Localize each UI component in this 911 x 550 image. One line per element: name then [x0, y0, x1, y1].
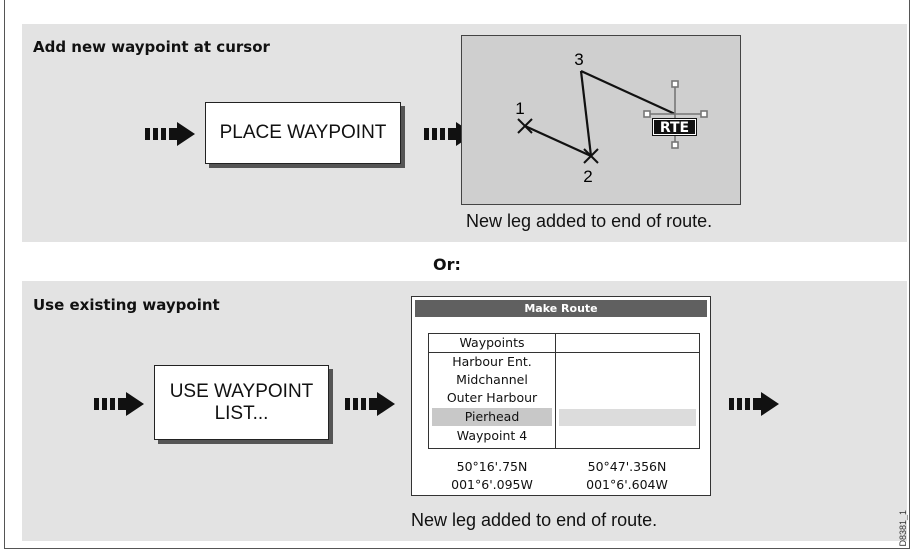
flow-arrow-icon — [145, 122, 195, 146]
list-item[interactable]: Waypoint 4 — [456, 428, 528, 443]
bottom-caption: New leg added to end of route. — [411, 510, 658, 530]
route-list-highlight — [559, 409, 696, 426]
list-item[interactable]: Harbour Ent. — [452, 354, 532, 369]
cursor-icon — [643, 80, 708, 149]
waypoint-1-marker — [517, 118, 533, 134]
waypoint-list-header: Waypoints — [429, 334, 555, 353]
waypoint-list: Waypoints Harbour Ent. Midchannel Outer … — [428, 333, 556, 449]
place-waypoint-button[interactable]: PLACE WAYPOINT — [205, 102, 401, 164]
flow-arrow-icon — [345, 392, 395, 416]
right-longitude: 001°6'.604W — [586, 477, 668, 492]
left-latitude: 50°16'.75N — [456, 459, 528, 474]
chart-screen: RTE 1 2 3 — [461, 35, 741, 205]
rte-badge — [652, 118, 697, 136]
button-line-1: USE WAYPOINT — [169, 380, 314, 402]
rte-label: RTE — [660, 120, 689, 136]
list-item[interactable]: Outer Harbour — [446, 390, 538, 405]
left-longitude: 001°6'.095W — [451, 477, 533, 492]
right-latitude: 50°47'.356N — [587, 459, 667, 474]
waypoint-2-label: 2 — [583, 167, 592, 186]
list-item-selected[interactable]: Pierhead — [432, 408, 552, 426]
flow-arrow-icon — [729, 392, 779, 416]
list-item[interactable]: Midchannel — [456, 372, 528, 387]
waypoint-1-label: 1 — [515, 99, 524, 118]
top-caption: New leg added to end of route. — [466, 211, 713, 231]
figure-frame — [4, 0, 910, 549]
route-list — [555, 333, 700, 449]
waypoint-3-label: 3 — [574, 50, 583, 69]
button-line-2: LIST... — [214, 402, 269, 424]
flow-arrow-icon — [94, 392, 144, 416]
or-separator: Or: — [433, 255, 461, 274]
route-diagram: RTE 1 2 3 — [515, 50, 708, 186]
waypoint-2-marker — [583, 148, 599, 164]
figure-code: D8381_1 — [898, 510, 908, 547]
make-route-dialog: Make Route Waypoints Harbour Ent. Midcha… — [411, 296, 711, 496]
cursor-section-title: Add new waypoint at cursor — [33, 38, 270, 56]
use-waypoint-list-button[interactable]: USE WAYPOINT LIST... — [154, 365, 329, 440]
route-list-divider — [556, 352, 699, 353]
make-route-title: Make Route — [415, 300, 707, 317]
existing-section-title: Use existing waypoint — [33, 296, 220, 314]
